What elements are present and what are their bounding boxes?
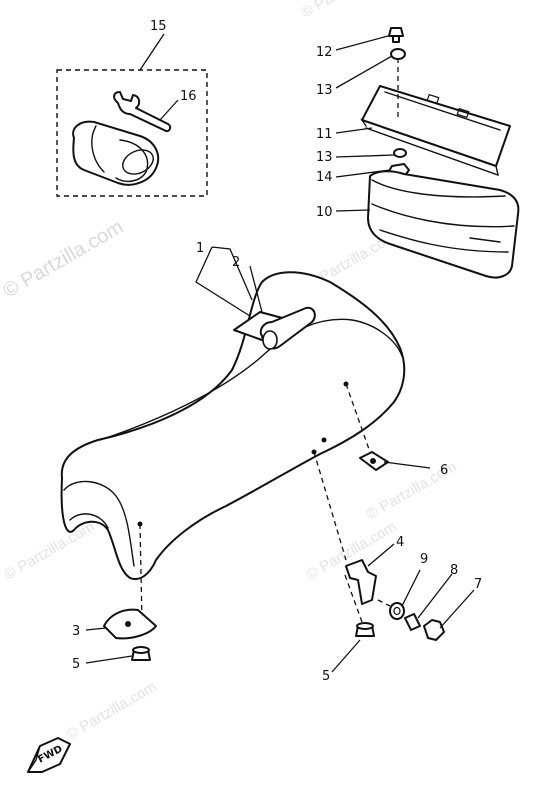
callout-8: 8	[450, 563, 458, 578]
bolt-7	[423, 619, 445, 641]
washer-13-top	[390, 48, 406, 60]
tool-kit-group	[56, 69, 208, 197]
bolt-12	[388, 27, 404, 37]
callout-5-rear: 5	[322, 669, 330, 684]
watermark-repeat: © Partzilla.com	[2, 518, 98, 583]
tool-bag	[72, 120, 160, 186]
callout-9: 9	[420, 552, 428, 567]
tool-kit-boundary	[56, 69, 208, 197]
callout-3: 3	[72, 624, 80, 639]
forward-direction-marker: FWD	[27, 737, 71, 773]
callout-2: 2	[232, 255, 240, 270]
callout-13-lower: 13	[316, 150, 333, 165]
seat	[60, 271, 406, 580]
watermark-main: © Partzilla.com	[0, 216, 127, 302]
callout-11: 11	[316, 127, 333, 142]
washer-13-lower	[393, 148, 407, 158]
seat-assembly	[60, 271, 406, 623]
callout-13-top: 13	[316, 83, 333, 98]
callout-12: 12	[316, 45, 333, 60]
watermark-repeat: © Partzilla.com	[299, 0, 395, 21]
spanner-wrench	[113, 91, 172, 133]
callout-7: 7	[474, 577, 482, 592]
watermark-repeat: © Partzilla.com	[64, 678, 160, 743]
callout-labels: 1 2 3 4 5 5 6 7 8 9 10 11 12 13 13 14 15…	[72, 19, 482, 684]
callout-16: 16	[180, 89, 197, 104]
callout-1: 1	[196, 241, 204, 256]
leader-lines	[85, 33, 475, 673]
callout-10: 10	[316, 205, 333, 220]
callout-6: 6	[440, 463, 448, 478]
callout-4: 4	[396, 535, 404, 550]
lock-washer-8	[404, 613, 421, 631]
callout-14: 14	[316, 170, 333, 185]
callout-15: 15	[150, 19, 167, 34]
battery-box-assembly	[360, 27, 520, 279]
seat-bracket-4	[345, 559, 377, 605]
callout-5-front: 5	[72, 657, 80, 672]
